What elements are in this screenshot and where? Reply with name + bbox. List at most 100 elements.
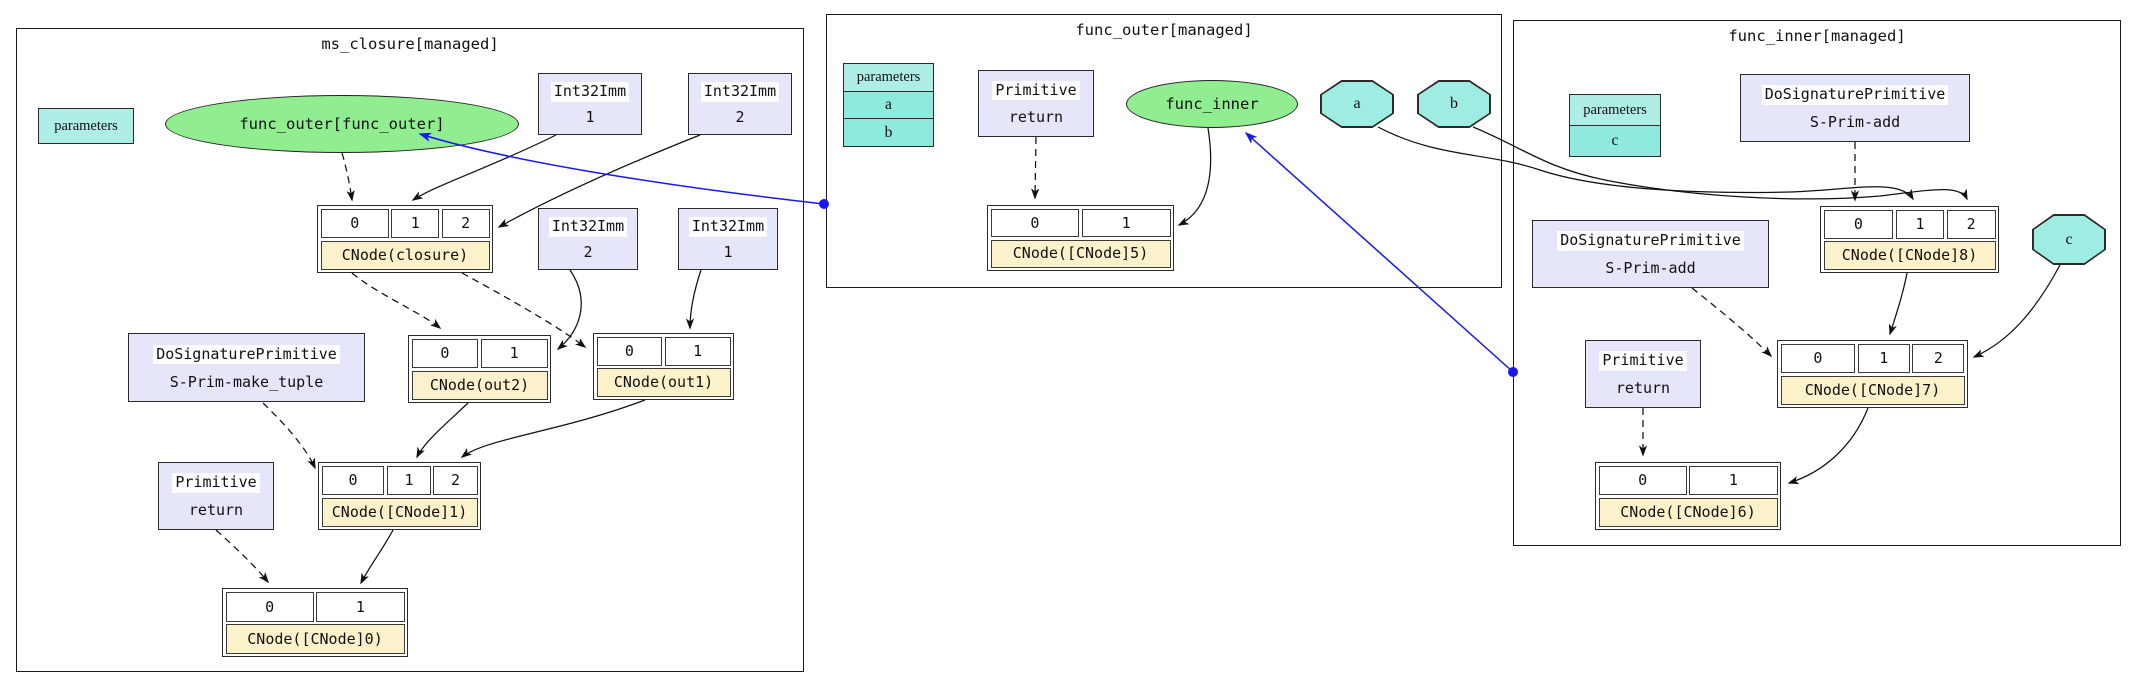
box-header: Int32Imm [700,82,780,102]
cluster-title-func-inner: func_inner[managed] [1728,27,1906,45]
node-ell_fi: func_inner [1126,80,1298,128]
box-value: S-Prim-make_tuple [169,372,324,391]
record-label: CNode(out1) [596,368,731,397]
record-cell-1: 1 [386,465,431,496]
record-cell-0: 0 [225,591,314,622]
box-value: return [188,500,244,519]
node-imm1b: Int32Imm 1 [678,208,778,270]
record-cell-0: 0 [321,465,385,496]
record-cell-1: 1 [1689,465,1778,496]
parameters-header: parameters [39,109,133,143]
cluster-ms-closure: ms_closure[managed] [16,28,804,672]
cluster-title-ms-closure: ms_closure[managed] [321,35,499,53]
record-cell-0: 0 [320,208,389,239]
record-cell-1: 1 [391,208,440,239]
box-value: 2 [735,107,745,126]
node-oct_b: b [1417,80,1491,128]
parameter-row: c [1570,125,1660,156]
record-label: CNode(out2) [411,370,548,400]
node-params_ms: parameters [38,108,134,144]
record-cell-0: 0 [1823,209,1894,239]
parameter-label: c [2033,215,2105,264]
node-ell_fo: func_outer[func_outer] [165,95,519,153]
record-cell-1: 1 [316,591,405,622]
parameter-label: b [1418,81,1490,127]
box-header: Primitive [992,80,1080,101]
box-value: 1 [585,107,595,126]
node-ret_ms: Primitive return [158,462,274,530]
record-cell-0: 0 [411,338,479,369]
box-header: DoSignaturePrimitive [1761,85,1949,105]
node-ret_fi: Primitive return [1585,340,1701,408]
record-cell-0: 0 [990,208,1080,238]
record-cell-2: 2 [433,465,478,496]
parameters-header: parameters [844,64,933,91]
parameter-row: b [844,118,933,147]
record-cell-0: 0 [1780,343,1856,374]
parameter-row: a [844,90,933,119]
box-header: DoSignaturePrimitive [153,344,340,364]
record-cell-1: 1 [664,336,731,366]
record-cell-0: 0 [1598,465,1687,496]
record-label: CNode([CNode]1) [321,497,478,527]
record-cell-2: 2 [441,208,490,239]
box-value: 1 [723,242,733,261]
record-cell-1: 1 [1857,343,1910,374]
box-value: S-Prim-add [1605,258,1696,277]
box-header: Int32Imm [550,82,630,102]
node-oct_c: c [2032,214,2106,265]
record-cell-1: 1 [1895,209,1945,239]
function-label: func_outer[func_outer] [239,115,445,133]
parameter-label: a [1321,81,1393,127]
box-value: return [1615,378,1671,397]
record-label: CNode(closure) [320,240,490,270]
record-cell-2: 2 [1912,343,1965,374]
record-cell-1: 1 [1081,208,1171,238]
box-header: Int32Imm [688,217,768,237]
box-value: return [1008,108,1064,127]
cluster-title-func-outer: func_outer[managed] [1075,21,1253,39]
parameters-header: parameters [1570,95,1660,125]
record-label: CNode([CNode]5) [990,239,1171,268]
box-value: 2 [583,242,593,261]
node-oct_a: a [1320,80,1394,128]
record-label: CNode([CNode]0) [225,624,405,654]
function-label: func_inner [1165,95,1259,113]
box-header: Primitive [1599,351,1687,371]
record-label: CNode([CNode]8) [1823,241,1996,270]
node-imm2b: Int32Imm 2 [538,208,638,270]
box-value: S-Prim-add [1809,112,1901,131]
box-header: Int32Imm [548,217,628,237]
node-imm2a: Int32Imm 2 [688,73,792,135]
box-header: DoSignaturePrimitive [1557,231,1744,251]
node-ret_fo: Primitive return [978,70,1094,137]
record-cell-2: 2 [1946,209,1996,239]
record-cell-0: 0 [596,336,663,366]
box-header: Primitive [172,473,260,493]
node-imm1a: Int32Imm 1 [538,73,642,135]
record-label: CNode([CNode]6) [1598,497,1778,527]
